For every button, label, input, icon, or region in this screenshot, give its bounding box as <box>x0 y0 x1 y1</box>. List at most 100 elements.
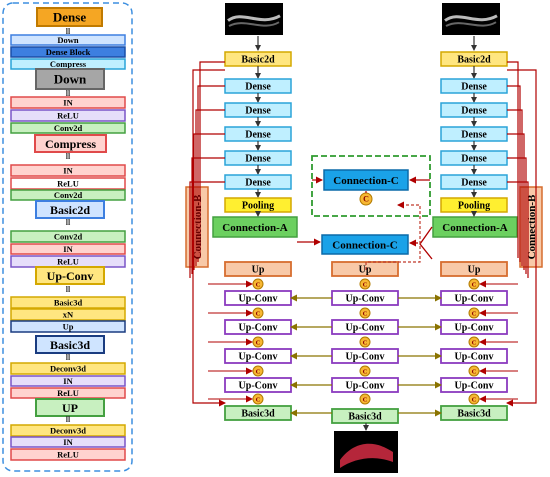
input-ct-left-texture <box>228 21 280 27</box>
legend-panel <box>2 2 133 472</box>
legend-down-title-box <box>35 68 105 90</box>
dec-concat-left-0-circle <box>252 278 264 290</box>
dec-left-upconv-1-label: Up-Conv <box>239 294 278 305</box>
input-ct-right-texture <box>445 21 497 27</box>
legend-down-in-label: IN <box>63 98 73 108</box>
dec-right-basic3d-5-label: Basic3d <box>457 409 491 420</box>
enc-right-basic2d-0-label: Basic2d <box>457 55 491 66</box>
legend-basic3d-title-box <box>35 335 105 354</box>
legend-basic2d-conv-box <box>10 230 126 243</box>
dec-mid-upconv-1-label: Up-Conv <box>346 294 385 305</box>
legend-dense-title-label: Dense <box>53 10 86 25</box>
dec-mid-upconv-4-label: Up-Conv <box>346 381 385 392</box>
legend-upconv-title-box <box>35 266 105 285</box>
dec-concat-mid-0-circle <box>359 278 371 290</box>
legend-up-in-label: IN <box>63 437 73 447</box>
legend-dense-down-label: Down <box>57 35 79 45</box>
dec-concat-mid-2-label: C <box>363 339 368 346</box>
conn-c-detail-frame <box>311 155 431 217</box>
dec-concat-right-2-label: C <box>472 339 477 346</box>
legend-upconv-up-label: Up <box>63 322 74 332</box>
legend-eq-down: ll <box>66 89 71 98</box>
legend-eq-dense: ll <box>66 27 71 36</box>
legend-dense-compress-label: Compress <box>50 59 87 69</box>
dec-left-up-0-box <box>224 261 292 277</box>
legend-basic2d-conv-label: Conv2d <box>54 232 83 242</box>
dec-concat-left-1-circle <box>252 307 264 319</box>
legend-basic3d-in-label: IN <box>63 376 73 386</box>
dec-mid-upconv-3-label: Up-Conv <box>346 352 385 363</box>
dec-concat-right-4-label: C <box>472 396 477 403</box>
enc-left-dense-1-label: Dense <box>245 82 271 93</box>
dec-concat-right-3-label: C <box>472 368 477 375</box>
skip-left-0 <box>199 61 225 258</box>
dec-concat-left-4-circle <box>252 393 264 405</box>
legend-upconv-up-box <box>10 320 126 333</box>
output-3d-mesh <box>340 443 393 468</box>
skip-left-5 <box>189 181 225 278</box>
skip-right-5 <box>507 181 529 278</box>
dec-concat-mid-0-label: C <box>363 281 368 288</box>
legend-up-title-box <box>35 398 105 417</box>
enc-left-dense-3-label: Dense <box>245 130 271 141</box>
enc-left-basic2d-0-label: Basic2d <box>241 55 275 66</box>
input-ct-left-spine <box>227 14 281 22</box>
skip-left-4 <box>191 157 225 274</box>
legend-basic3d-title-label: Basic3d <box>50 338 90 352</box>
connc-detail-link <box>365 201 421 270</box>
conn-b-right-label: Connection-B <box>526 194 538 259</box>
dec-right-up-0-label: Up <box>468 265 481 276</box>
legend-basic3d-deconv-label: Deconv3d <box>50 364 86 374</box>
legend-down-title-label: Down <box>54 72 87 87</box>
enc-left-dense-2-label: Dense <box>245 106 271 117</box>
skip-right-3 <box>507 133 525 270</box>
legend-up-relu-box <box>10 448 126 461</box>
legend-basic2d-in-box <box>10 243 126 255</box>
legend-down-conv-label: Conv2d <box>54 123 83 133</box>
dec-left-upconv-3-label: Up-Conv <box>239 352 278 363</box>
dec-mid-basic3d-5-label: Basic3d <box>348 412 382 423</box>
legend-upconv-title-label: Up-Conv <box>47 269 94 283</box>
conn-c-detail-concat-label: C <box>363 195 369 204</box>
dec-concat-mid-4-circle <box>359 393 371 405</box>
enc-left-dense-5-label: Dense <box>245 178 271 189</box>
legend-down-relu-label: ReLU <box>57 111 79 121</box>
enc-left-dense-4-label: Dense <box>245 154 271 165</box>
dec-concat-mid-1-label: C <box>363 310 368 317</box>
legend-up-deconv-label: Deconv3d <box>50 426 86 436</box>
dec-concat-mid-2-circle <box>359 336 371 348</box>
input-ct-right-spine <box>444 14 498 22</box>
legend-upconv-xn-box <box>10 308 126 321</box>
outer-right <box>506 69 537 407</box>
conn-a-left-label: Connection-A <box>222 222 287 234</box>
dec-mid-up-0-label: Up <box>359 265 372 276</box>
dec-concat-left-1-label: C <box>256 310 261 317</box>
legend-dense-down-box <box>10 34 126 46</box>
skip-left-2 <box>195 109 225 266</box>
skip-left-1 <box>197 85 225 262</box>
legend-down-conv-box <box>10 122 126 134</box>
legend-basic3d-in-box <box>10 375 126 387</box>
dec-concat-mid-1-circle <box>359 307 371 319</box>
legend-eq-up: ll <box>66 415 71 424</box>
legend-eq-compress: ll <box>66 152 71 161</box>
enc-right-dense-3-label: Dense <box>461 130 487 141</box>
legend-down-relu-box <box>10 109 126 122</box>
enc-left-pooling-6-label: Pooling <box>242 201 274 212</box>
dec-concat-left-2-label: C <box>256 339 261 346</box>
legend-eq-basic2d: ll <box>66 218 71 227</box>
dec-concat-left-3-label: C <box>256 368 261 375</box>
legend-basic2d-title-box <box>35 200 105 219</box>
enc-right-dense-4-label: Dense <box>461 154 487 165</box>
dec-concat-mid-3-label: C <box>363 368 368 375</box>
skip-left-3 <box>193 133 225 270</box>
legend-up-deconv-box <box>10 424 126 437</box>
legend-compress-in-box <box>10 164 126 177</box>
legend-up-relu-label: ReLU <box>57 450 79 460</box>
dec-concat-left-2-circle <box>252 336 264 348</box>
legend-basic3d-deconv-box <box>10 362 126 375</box>
dec-right-upconv-2-label: Up-Conv <box>455 323 494 334</box>
legend-up-in-box <box>10 436 126 448</box>
dec-concat-right-0-label: C <box>472 281 477 288</box>
dec-left-upconv-4-label: Up-Conv <box>239 381 278 392</box>
